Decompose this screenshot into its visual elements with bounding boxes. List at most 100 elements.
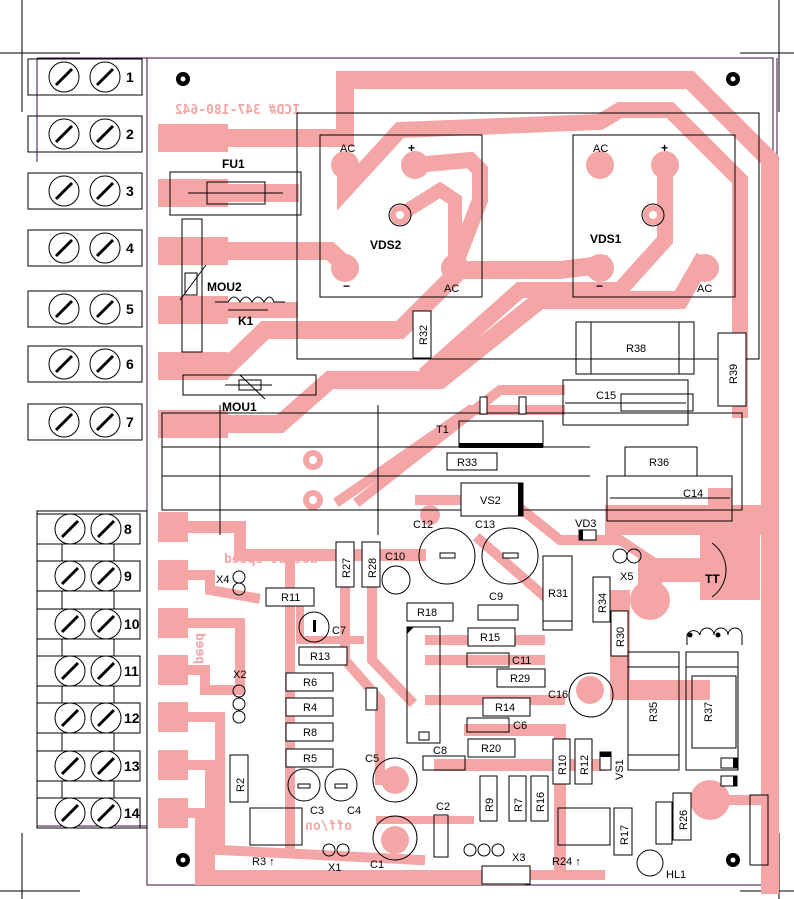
terminal-5: 5 <box>27 290 143 328</box>
resistor-R26: R26 <box>672 792 692 841</box>
svg-text:R18: R18 <box>417 607 437 619</box>
screw-icon <box>54 750 86 782</box>
svg-text:C8: C8 <box>433 745 447 757</box>
screw-icon <box>90 608 122 640</box>
svg-text:C5: C5 <box>365 753 379 765</box>
varistor-MOU1: MOU1 <box>182 374 317 414</box>
terminal-label: 13 <box>124 758 140 774</box>
resistor-R35: R35 <box>627 651 680 771</box>
svg-text:R8: R8 <box>303 727 317 739</box>
resistor-R30: R30 <box>610 610 629 657</box>
ic-dip <box>406 602 441 744</box>
svg-text:X3: X3 <box>512 852 525 864</box>
varistor-MOU2: MOU2 <box>179 218 242 353</box>
capacitor-C4: C4 <box>324 768 361 817</box>
speed-text: speed <box>192 633 207 672</box>
screw-icon <box>89 232 121 264</box>
terminal-3: 3 <box>27 172 143 210</box>
svg-text:MOU2: MOU2 <box>207 280 242 294</box>
screw-icon <box>89 406 121 438</box>
screw-icon <box>89 293 121 325</box>
mounting-holes <box>176 72 740 867</box>
terminal-label: 2 <box>126 126 134 142</box>
svg-text:R20: R20 <box>481 743 501 755</box>
screw-icon <box>48 232 80 264</box>
svg-text:R28: R28 <box>367 558 379 578</box>
screw-icon <box>48 61 80 93</box>
screw-icon <box>89 61 121 93</box>
svg-text:R30: R30 <box>615 627 627 647</box>
svg-text:C11: C11 <box>512 655 531 667</box>
svg-text:X4: X4 <box>216 574 229 586</box>
resistor-R36: R36 <box>624 446 698 477</box>
resistor-unlabeled <box>365 687 378 711</box>
resistor-R39: R39 <box>717 332 747 407</box>
svg-text:R17: R17 <box>619 825 631 845</box>
svg-text:R6: R6 <box>303 677 317 689</box>
screw-icon <box>54 702 86 734</box>
svg-text:C15: C15 <box>596 390 616 402</box>
screw-icon <box>54 608 86 640</box>
capacitor-C12: C12 <box>413 519 476 585</box>
capacitor-right <box>749 794 769 866</box>
screw-icon <box>54 655 86 687</box>
bridge-VDS1: AC + − AC VDS1 <box>572 134 736 298</box>
terminal-7: 7 <box>27 403 143 441</box>
resistor-bottom-unlabeled <box>481 865 531 885</box>
svg-text:AC: AC <box>444 283 459 295</box>
terminal-label: 10 <box>124 616 140 632</box>
svg-text:R10: R10 <box>557 755 569 775</box>
svg-text:X1: X1 <box>328 862 341 874</box>
capacitor-C14: C14 <box>606 475 733 522</box>
resistor-R38: R38 <box>575 321 695 375</box>
svg-text:C9: C9 <box>489 591 503 603</box>
thyristor-VS2: VS2 <box>460 482 524 517</box>
svg-text:C13: C13 <box>475 519 495 531</box>
silkscreen-layer: FU1 MOU2 K1 MOU1 AC + − <box>161 112 769 885</box>
svg-text:X5: X5 <box>620 571 633 583</box>
resistor-R8: R8 <box>285 722 334 742</box>
resistor-R2: R2 <box>229 754 249 803</box>
svg-text:R37: R37 <box>703 702 715 722</box>
terminal-label: 5 <box>126 301 134 317</box>
resistor-R16: R16 <box>530 775 549 822</box>
svg-text:R36: R36 <box>649 457 669 469</box>
resistor-R13: R13 <box>298 646 348 666</box>
resistor-R31: R31 <box>542 555 573 631</box>
svg-text:VDS2: VDS2 <box>370 238 402 252</box>
terminal-9: 9 <box>36 560 141 609</box>
terminal-label: 6 <box>126 356 134 372</box>
terminal-label: 9 <box>124 568 132 584</box>
capacitor-C16: C16 <box>548 672 614 718</box>
screw-icon <box>48 175 80 207</box>
svg-text:R5: R5 <box>303 753 317 765</box>
resistor-R7: R7 <box>508 775 527 822</box>
svg-text:R24 ↑: R24 ↑ <box>552 856 581 868</box>
screw-icon <box>90 655 122 687</box>
capacitor-C15: C15 <box>562 379 694 426</box>
svg-text:R11: R11 <box>281 592 300 604</box>
thermistor-TT: TT <box>705 542 727 598</box>
heatsink-frame <box>161 412 743 511</box>
bridge-VDS2: AC + − AC VDS2 <box>319 134 483 298</box>
svg-text:−: − <box>343 279 350 293</box>
resistor-R9: R9 <box>479 775 498 822</box>
svg-text:K1: K1 <box>238 314 254 328</box>
svg-text:C12: C12 <box>413 519 433 531</box>
terminal-label: 7 <box>126 414 134 430</box>
terminal-label: 11 <box>124 663 139 679</box>
terminal-13: 13 <box>36 750 141 798</box>
terminal-label: 8 <box>124 521 132 537</box>
svg-text:R32: R32 <box>418 325 430 345</box>
copper-layer: ICD# 347-180-642 actual speed speed off/… <box>158 71 779 894</box>
diode-VD3: VD3 <box>575 518 597 541</box>
svg-text:R14: R14 <box>495 702 515 714</box>
resistor-R20: R20 <box>467 738 516 758</box>
svg-text:C4: C4 <box>347 805 361 817</box>
terminal-label: 3 <box>126 183 134 199</box>
capacitor-C11: C11 <box>466 652 531 668</box>
fuse-FU1: FU1 <box>169 157 302 216</box>
screw-icon <box>48 118 80 150</box>
svg-text:HL1: HL1 <box>666 869 686 881</box>
